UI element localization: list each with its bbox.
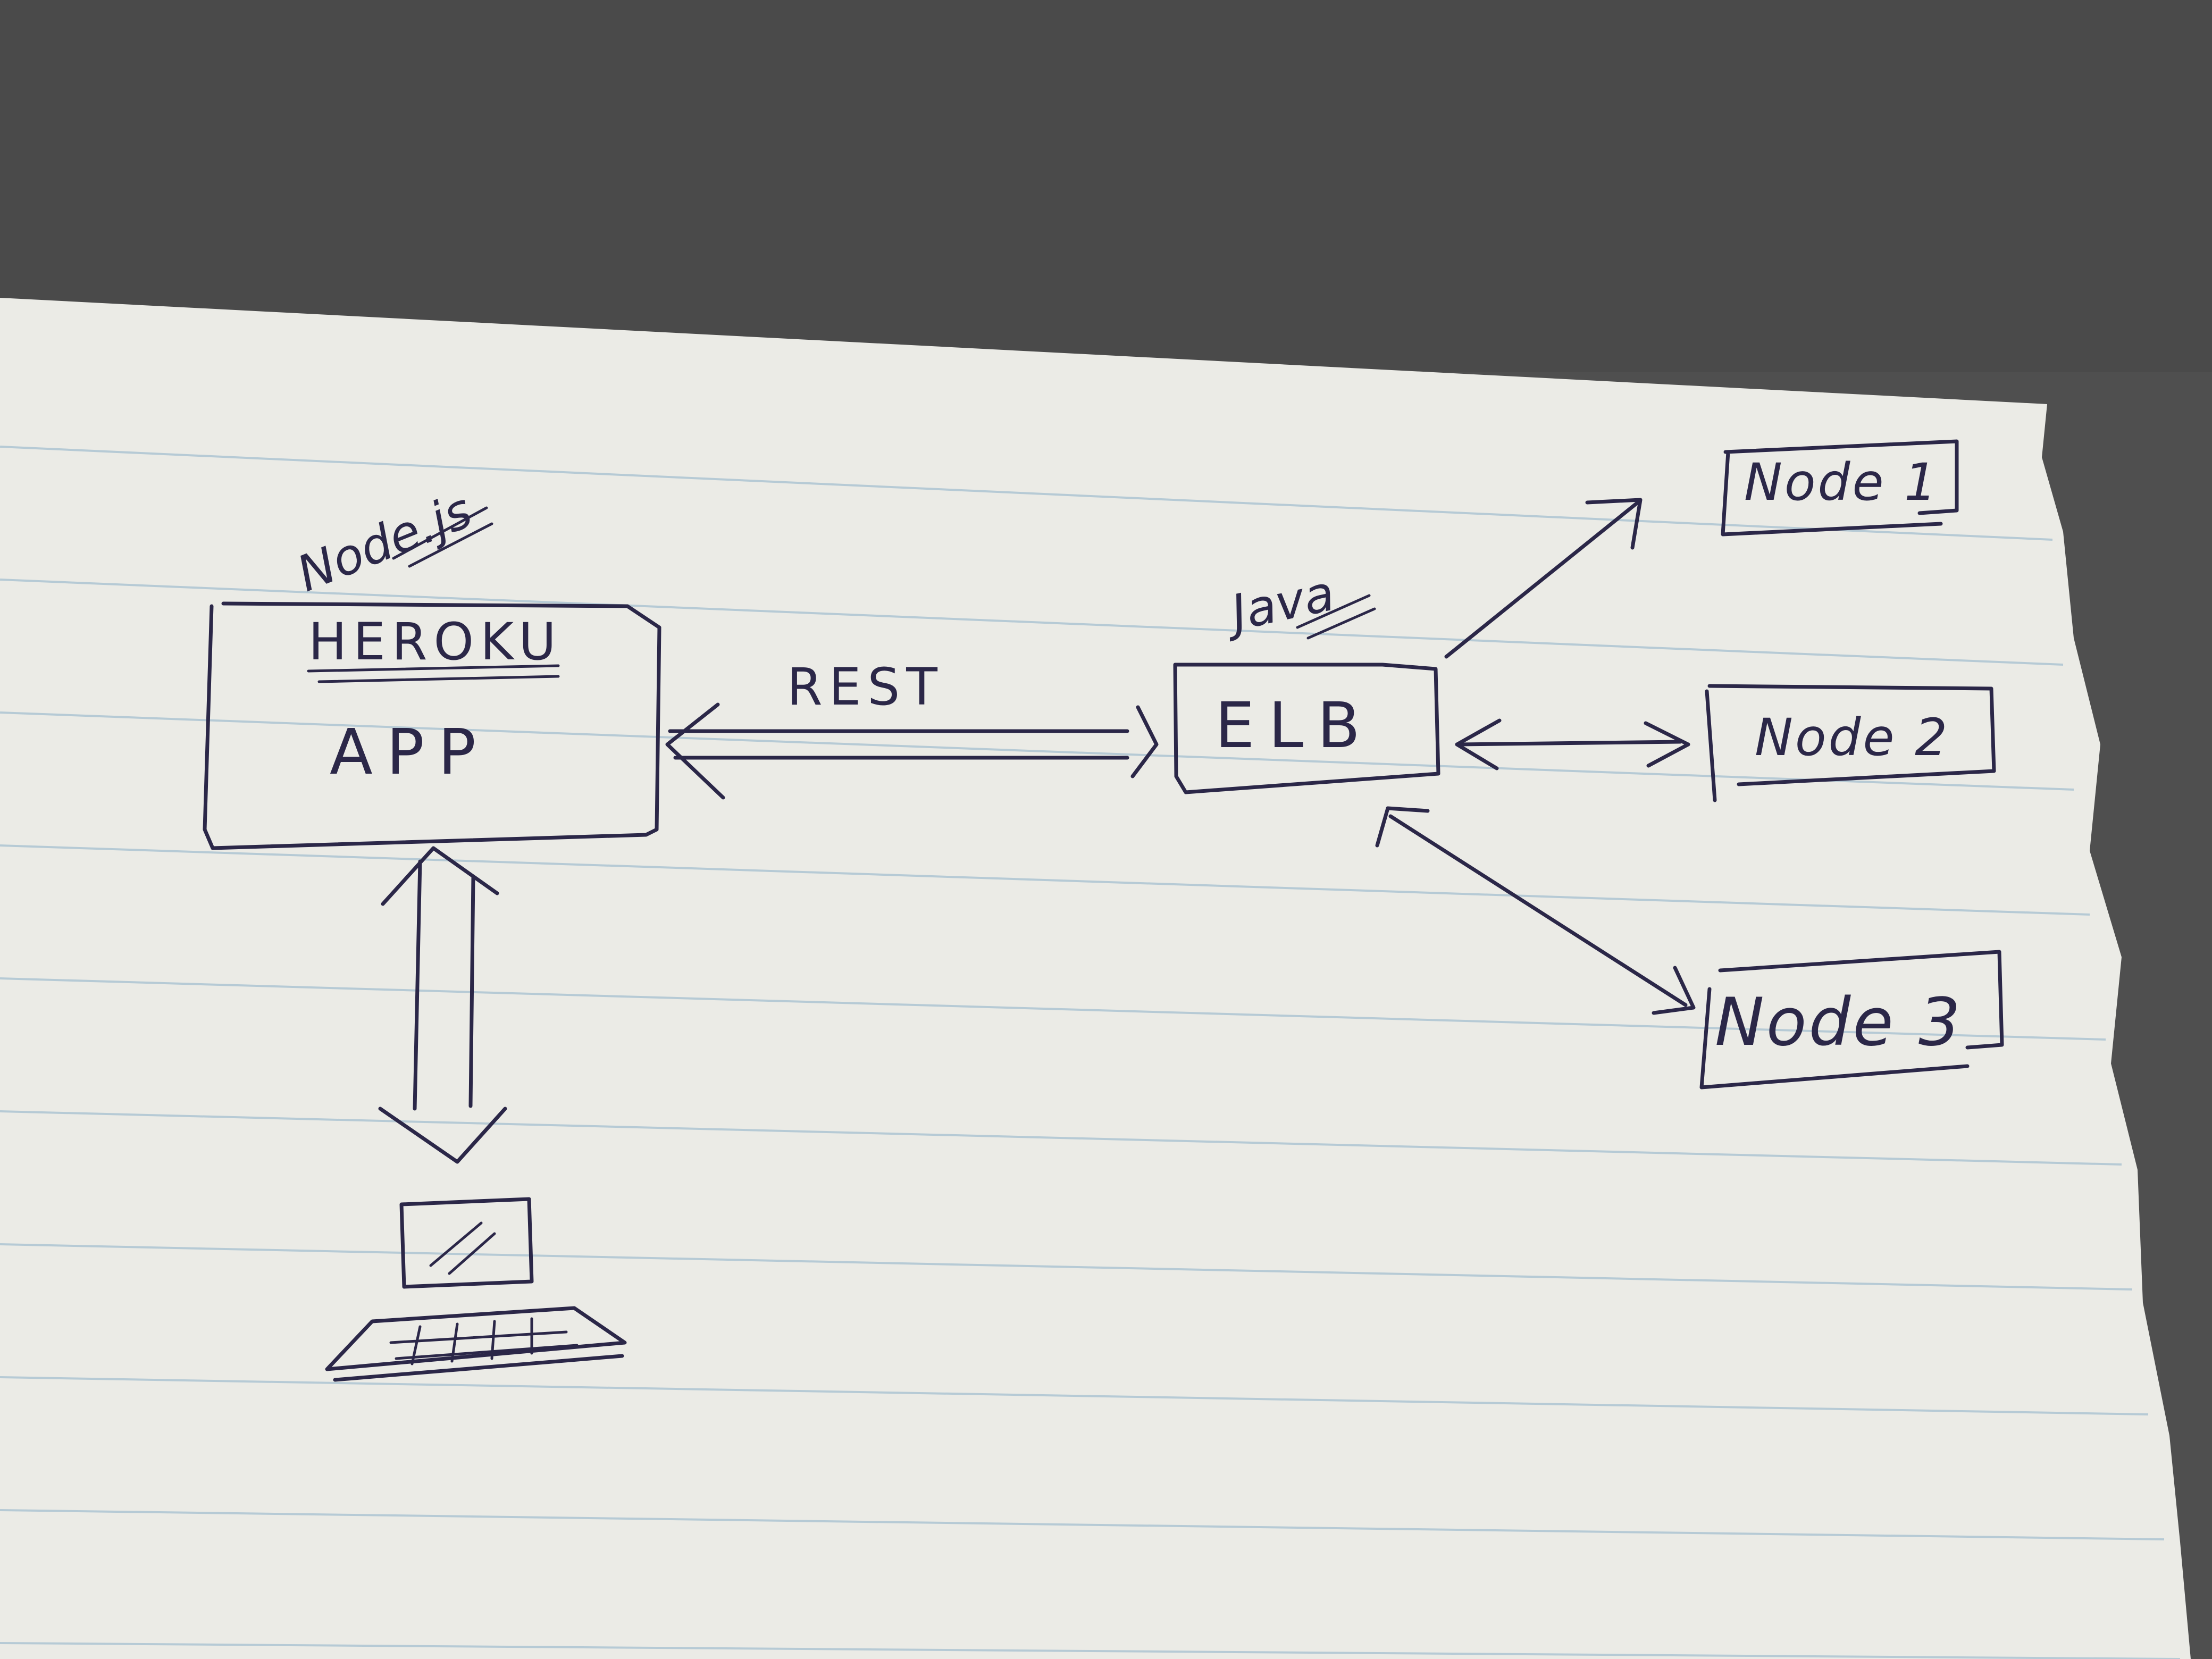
node-3-label: Node 3 — [1715, 984, 1963, 1061]
elb-to-node-1-arrow — [1444, 498, 1643, 659]
laptop-icon — [325, 1197, 627, 1382]
heroku-underline — [307, 664, 560, 683]
node-2-box — [1705, 684, 1996, 802]
ruled-lines — [0, 446, 2181, 1659]
heroku-title: HEROKU — [308, 612, 563, 672]
elb-title: ELB — [1215, 689, 1374, 762]
paper-sheet — [0, 298, 2191, 1659]
node-1-label: Node 1 — [1744, 453, 1939, 512]
java-underline — [1296, 594, 1376, 640]
node-3-box — [1699, 950, 2004, 1090]
app-client-double-arrow — [378, 846, 507, 1164]
node-2-label: Node 2 — [1755, 708, 1949, 767]
elb-node-3-double-arrow — [1375, 806, 1696, 1015]
heroku-app-box — [203, 601, 661, 850]
nodejs-underline — [392, 506, 493, 568]
app-subtitle: APP — [330, 715, 490, 789]
rest-label: REST — [787, 657, 944, 717]
node-1-box — [1721, 439, 1959, 537]
rest-double-arrow — [665, 702, 1159, 800]
elb-box — [1173, 663, 1440, 794]
elb-node-2-double-arrow — [1455, 718, 1690, 770]
